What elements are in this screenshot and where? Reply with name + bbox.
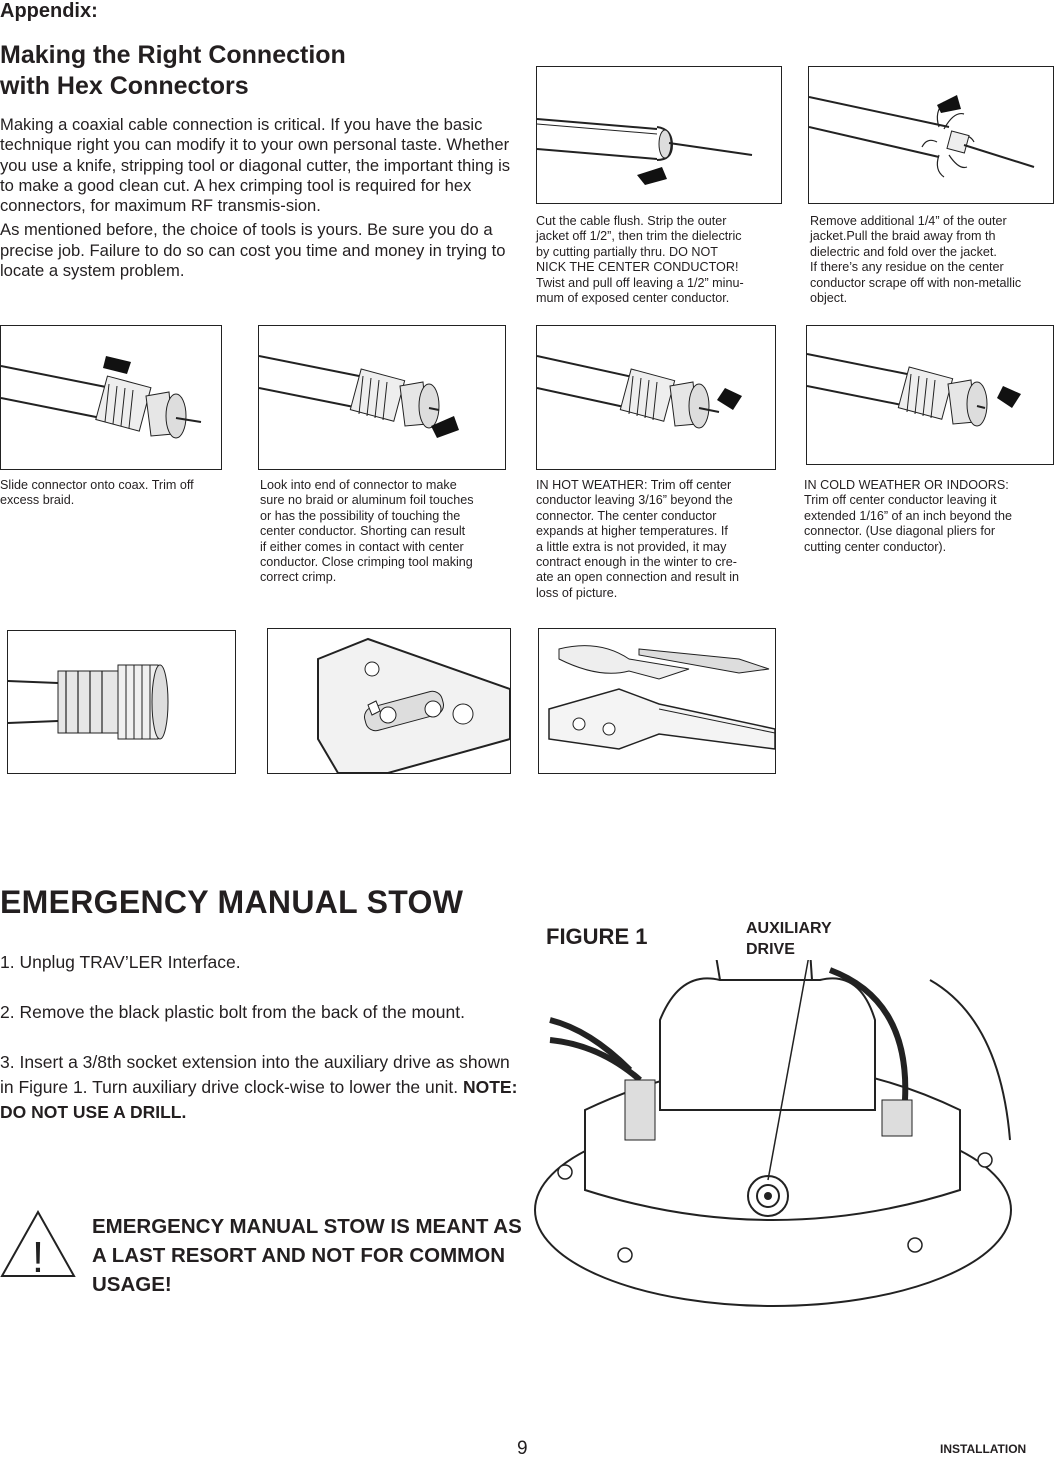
intro-paragraph-1: Making a coaxial cable connection is cri… [0,115,511,216]
step-3-note: NOTE: DO NOT USE A DRILL. [0,1077,518,1122]
caption-remove-jacket: Remove additional 1/4” of the outer jack… [810,214,1022,306]
step-1: 1. Unplug TRAV’LER Interface. [0,952,241,972]
step-3-text: 3. Insert a 3/8th socket extension into … [0,1052,510,1097]
page-title: Making the Right Connection with Hex Con… [0,40,500,102]
caption-hot-weather: IN HOT WEATHER: Trim off center conducto… [536,478,740,600]
figure-1-label: FIGURE 1 [546,924,648,949]
intro-paragraph-2: As mentioned before, the choice of tools… [0,220,506,281]
figure-1-mount-drawing [530,949,1056,1320]
warning-triangle-icon: ! [0,1209,76,1282]
emergency-heading: EMERGENCY MANUAL STOW [0,884,464,920]
caption-look-into: Look into end of connector to make sure … [260,478,474,585]
intro-text: Making a coaxial cable connection is cri… [0,115,522,285]
warning-symbol: ! [32,1233,44,1278]
auxiliary-drive-label: AUXILIARY DRIVE [746,920,832,958]
page-number: 9 [517,1438,528,1459]
warning-text: EMERGENCY MANUAL STOW IS MEANT AS A LAST… [92,1215,522,1296]
figure-fold-braid [808,66,1054,204]
caption-cut-flush: Cut the cable flush. Strip the outer jac… [536,214,744,306]
emergency-steps: 1. Unplug TRAV’LER Interface. 2. Remove … [0,950,520,1150]
figure-cut-cable [536,66,782,204]
title-line-1: Making the Right Connection [0,41,346,69]
step-3: 3. Insert a 3/8th socket extension into … [0,1050,520,1125]
figure-crimp-tool-closeup [267,628,511,774]
figure-check-connector [258,325,506,470]
title-line-2: with Hex Connectors [0,72,249,100]
figure-hot-weather [536,325,776,470]
caption-slide-connector: Slide connector onto coax. Trim off exce… [0,478,194,508]
step-2: 2. Remove the black plastic bolt from th… [0,1002,465,1022]
caption-cold-weather: IN COLD WEATHER OR INDOORS: Trim off cen… [804,478,1012,554]
figure-slide-connector [0,325,222,470]
appendix-label: Appendix: [0,0,98,22]
figure-finished-connector [7,630,236,774]
figure-cold-weather [806,325,1054,465]
section-label: INSTALLATION [940,1442,1027,1456]
figure-tools-set [538,628,776,774]
